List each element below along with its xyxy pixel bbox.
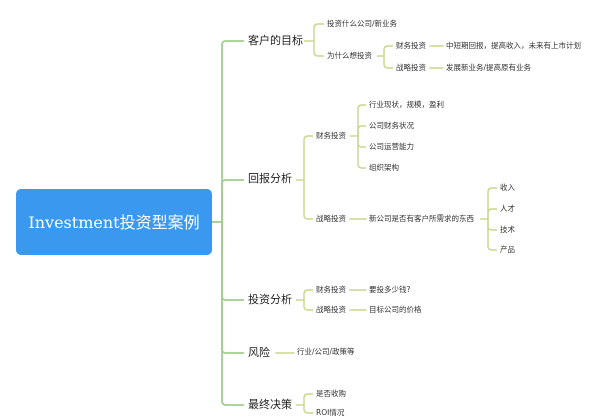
investment-analysis-connector-link-0	[303, 289, 313, 300]
node-company-finance[interactable]: 公司财务状况	[369, 121, 414, 130]
node-why-invest[interactable]: 为什么想投资	[327, 51, 372, 60]
node-financial-invest-analysis[interactable]: 财务投资	[316, 285, 346, 294]
financial-return-connector-link-1	[357, 125, 366, 136]
node-acquire-or-not[interactable]: 是否收购	[316, 389, 346, 398]
financial-return-connector-link-0	[357, 104, 366, 136]
node-customer-needs[interactable]: 新公司是否有客户所需求的东西	[369, 214, 474, 223]
customer-needs-connector-link-1	[487, 208, 497, 219]
investment-analysis-connector-link-1	[303, 300, 313, 311]
node-risk-factors[interactable]: 行业/公司/政策等	[297, 347, 355, 356]
node-financial-invest-goal[interactable]: 财务投资	[396, 41, 426, 50]
node-financial-return-goal[interactable]: 中短期回报，提高收入，未来有上市计划	[446, 41, 581, 50]
customer-needs-connector-link-2	[487, 219, 497, 231]
return-analysis-connector-link-1	[303, 180, 313, 220]
node-strategic-business-goal[interactable]: 发展新业务/提高原有业务	[446, 63, 532, 72]
why-invest-connector-link-0	[383, 45, 393, 56]
return-analysis-connector-link-0	[303, 135, 313, 180]
financial-return-connector-link-2	[357, 136, 366, 148]
node-target-price[interactable]: 目标公司的价格	[369, 305, 422, 314]
node-what-company[interactable]: 投资什么公司/新业务	[327, 19, 398, 28]
node-revenue[interactable]: 收入	[500, 183, 515, 192]
root-connector-link-0	[221, 40, 244, 222]
branch-risk[interactable]: 风险	[248, 346, 270, 359]
node-roi[interactable]: ROI情况	[316, 408, 345, 417]
node-talent[interactable]: 人才	[500, 204, 515, 213]
why-invest-connector-link-1	[383, 56, 393, 69]
financial-return-connector-link-3	[357, 136, 366, 169]
branch-customer-goal[interactable]: 客户的目标	[248, 34, 303, 47]
branch-final-decision[interactable]: 最终决策	[248, 398, 292, 411]
final-decision-connector-link-0	[303, 393, 313, 405]
node-strategic-invest-return[interactable]: 战略投资	[316, 214, 346, 223]
root-connector-link-1	[221, 179, 244, 222]
root-connector-link-2	[221, 222, 244, 301]
branch-investment-analysis[interactable]: 投资分析	[248, 293, 292, 306]
root-node-label: Investment投资型案例	[28, 212, 200, 232]
node-technology[interactable]: 技术	[500, 225, 515, 234]
node-how-much-money[interactable]: 要投多少钱?	[369, 285, 411, 294]
root-node[interactable]: Investment投资型案例	[16, 189, 212, 255]
node-strategic-invest-analysis[interactable]: 战略投资	[316, 305, 346, 314]
node-org-structure[interactable]: 组织架构	[369, 163, 399, 172]
node-company-operations[interactable]: 公司运营能力	[369, 142, 414, 151]
root-connector-link-3	[221, 222, 244, 354]
final-decision-connector-link-1	[303, 405, 313, 414]
customer-goal-connector-link-0	[313, 23, 324, 41]
branch-return-analysis[interactable]: 回报分析	[248, 172, 292, 185]
node-strategic-invest-goal[interactable]: 战略投资	[396, 63, 426, 72]
node-financial-invest-return[interactable]: 财务投资	[316, 131, 346, 140]
customer-goal-connector-link-1	[313, 41, 324, 57]
node-product[interactable]: 产品	[500, 245, 515, 254]
node-industry-status[interactable]: 行业现状，规模，盈利	[369, 100, 444, 109]
root-connector-link-4	[221, 222, 244, 406]
customer-needs-connector-link-3	[487, 219, 497, 251]
customer-needs-connector-link-0	[487, 187, 497, 219]
